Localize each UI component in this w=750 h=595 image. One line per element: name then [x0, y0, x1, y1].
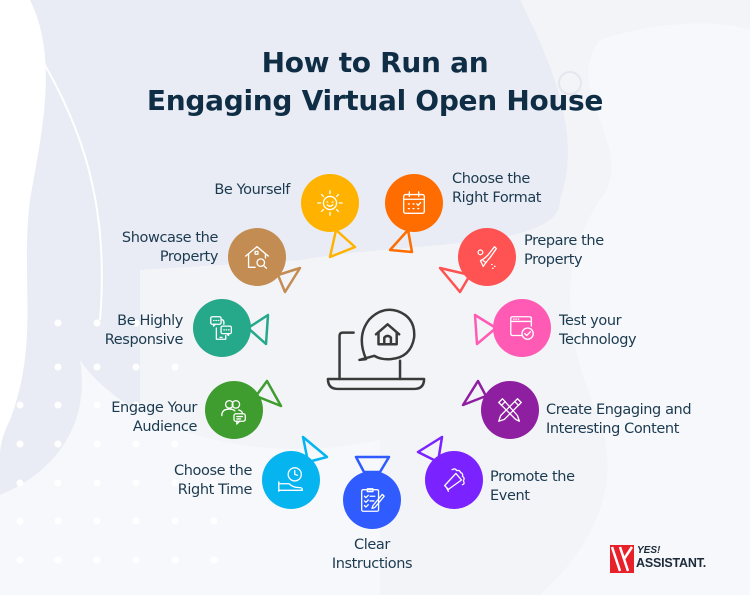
title-line-2: Engaging Virtual Open House: [146, 84, 604, 117]
clipboard-checklist-icon: [361, 488, 385, 512]
step-right-time-label: Choose the Right Time: [174, 463, 252, 498]
yes-assistant-logo: YES! ASSISTANT.: [610, 545, 730, 573]
step-create-content-circle: [481, 381, 539, 439]
step-engage-audience-label: Engage Your Audience: [111, 400, 197, 435]
step-right-time-circle: [262, 451, 320, 509]
step-engage-audience-circle: [205, 381, 263, 439]
phone-chat-icon: [210, 316, 233, 340]
step-right-format-label: Choose the Right Format: [452, 171, 542, 206]
step-responsive-label: Be Highly Responsive: [104, 313, 184, 348]
clock-hand-icon: [278, 467, 303, 492]
step-create-content-label: Create Engaging and Interesting Content: [546, 402, 692, 437]
megaphone-icon: [443, 468, 465, 492]
logo-line-1: YES!: [637, 545, 661, 556]
logo-line-2: ASSISTANT.: [636, 556, 706, 570]
step-showcase-property-circle: [228, 228, 286, 286]
broom-icon: [477, 246, 498, 269]
step-showcase-property-label: Showcase the Property: [121, 230, 218, 265]
step-be-yourself-label: Be Yourself: [214, 182, 290, 198]
step-test-technology-label: Test your Technology: [559, 313, 637, 348]
step-right-format-circle: [385, 174, 443, 232]
smiling-sun-icon: [317, 190, 343, 216]
step-prepare-property-label: Prepare the Property: [524, 233, 604, 268]
step-prepare-property-circle: [458, 228, 516, 286]
browser-check-icon: [510, 316, 534, 340]
page-title: How to Run an Engaging Virtual Open Hous…: [0, 44, 750, 120]
step-test-technology-circle: [493, 299, 551, 357]
step-clear-instructions-circle: [343, 471, 401, 529]
title-line-1: How to Run an: [261, 46, 489, 79]
step-promote-event-circle: [425, 451, 483, 509]
pencil-cross-icon: [498, 398, 522, 422]
step-be-yourself-circle: [301, 174, 359, 232]
step-clear-instructions-label: Clear Instructions: [331, 537, 413, 572]
step-responsive-circle: [193, 299, 251, 357]
house-search-icon: [245, 246, 269, 269]
step-promote-event-label: Promote the Event: [490, 469, 575, 504]
users-chat-icon: [221, 399, 246, 425]
calendar-icon: [403, 191, 425, 214]
logo-mark-icon: [610, 545, 634, 573]
laptop-house-chat-icon: [326, 308, 426, 391]
